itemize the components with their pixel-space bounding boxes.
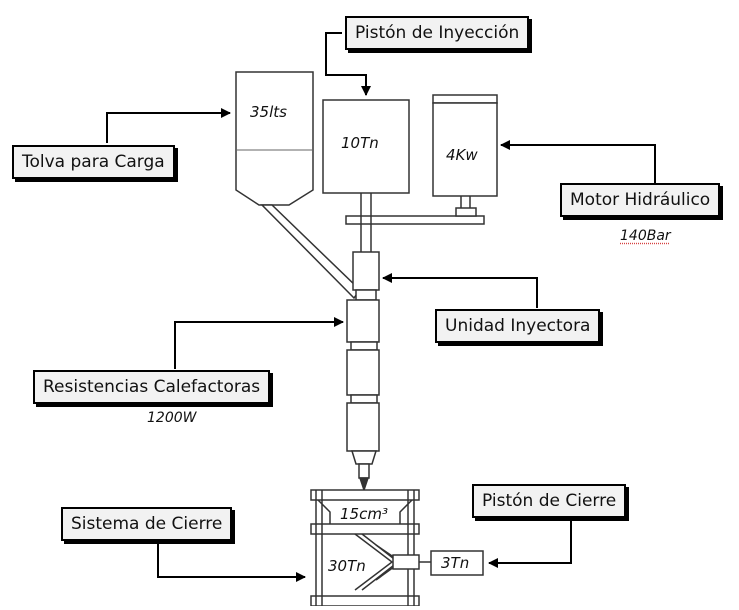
leader-tolva: [107, 113, 230, 143]
label-motor-hidraulico: Motor Hidráulico: [560, 183, 720, 217]
label-tolva-carga: Tolva para Carga: [12, 145, 175, 179]
leader-unidad-inyectora: [383, 278, 537, 308]
clamp-frame: [311, 490, 483, 606]
spec-piston-fuerza: 10Tn: [341, 134, 379, 152]
leader-sistema-cierre: [158, 540, 305, 577]
label-resistencias-calefactoras: Resistencias Calefactoras: [33, 370, 270, 404]
spec-molde-volumen: 15cm³: [340, 505, 388, 523]
spec-resistencias-potencia: 1200W: [147, 410, 196, 426]
label-piston-inyeccion: Pistón de Inyección: [345, 16, 529, 50]
spec-tolva-capacidad: 35lts: [250, 103, 287, 121]
leader-motor: [501, 145, 655, 183]
leader-resistencias: [175, 322, 343, 369]
spec-cierre-fuerza: 30Tn: [328, 557, 366, 575]
label-piston-cierre: Pistón de Cierre: [472, 484, 626, 518]
spec-motor-presion: 140Bar: [620, 228, 671, 244]
label-sistema-cierre: Sistema de Cierre: [61, 507, 232, 541]
label-unidad-inyectora: Unidad Inyectora: [435, 309, 600, 343]
spec-motor-potencia: 4Kw: [446, 146, 478, 164]
spec-piston-cierre-fuerza: 3Tn: [441, 554, 469, 572]
